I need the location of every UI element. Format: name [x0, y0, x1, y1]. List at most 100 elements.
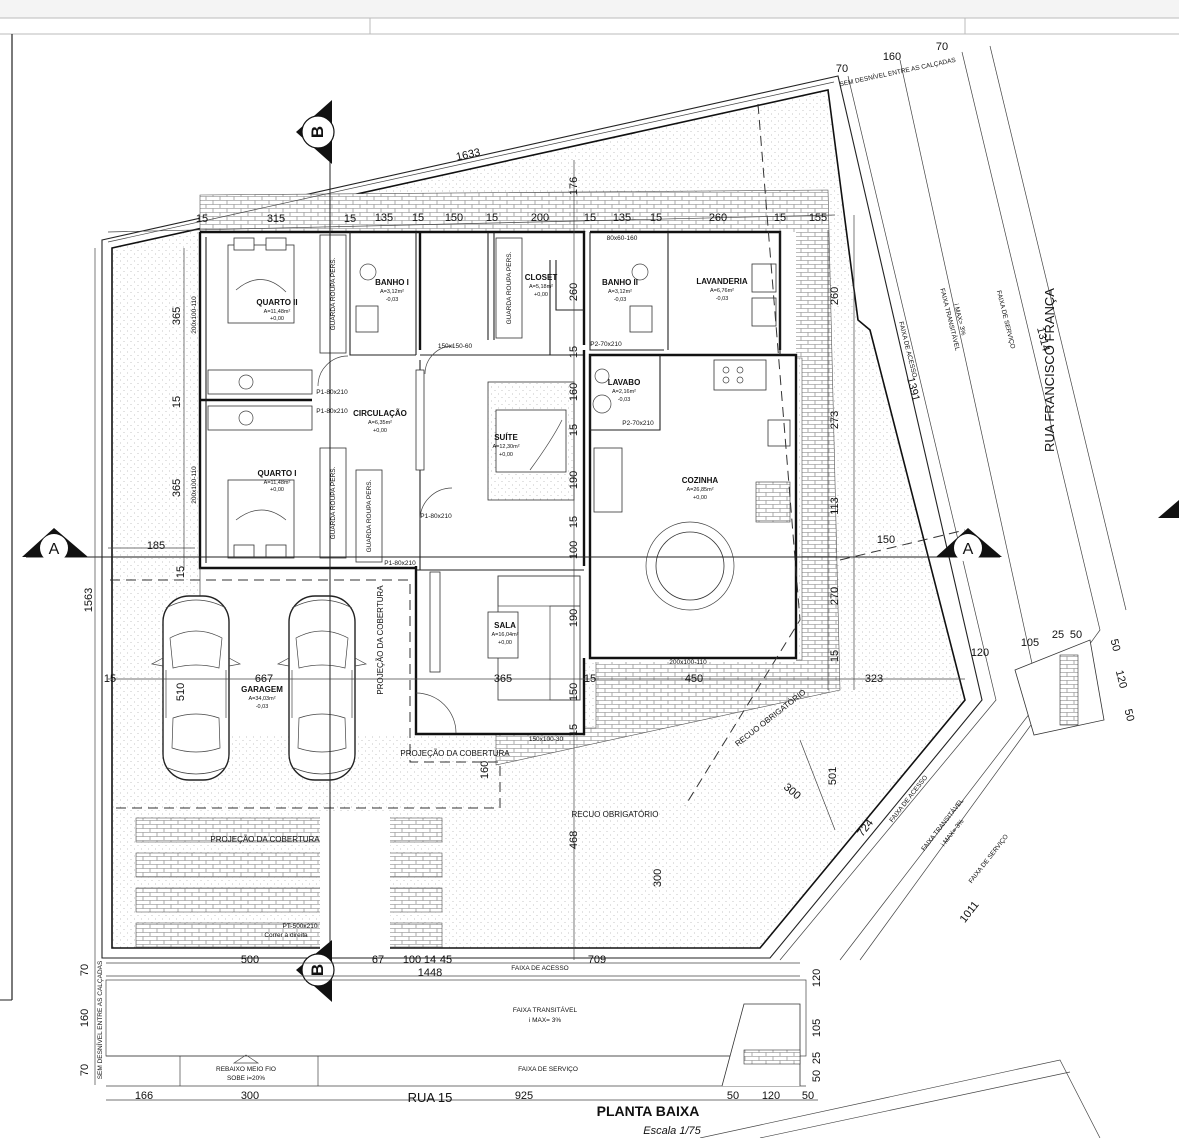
dim-corner-2: 70: [936, 41, 948, 53]
room-area-banho1: A=3,12m²: [380, 289, 404, 295]
room-area-banho2: A=3,12m²: [608, 289, 632, 295]
dim-center-6: 100: [568, 541, 580, 559]
dim-sidewalk-1: 160: [79, 1009, 91, 1027]
room-level-sala: +0,00: [498, 640, 512, 646]
dim-bottom-9: 925: [515, 1090, 533, 1102]
dim-top-7: 200: [531, 212, 549, 224]
wardrobe-label-1: GUARDA ROUPA PERS.: [330, 257, 337, 330]
room-level-banho2: -0,03: [614, 297, 627, 303]
dim-center-17: 300: [652, 869, 664, 887]
window-j1: 80x60-160: [607, 235, 638, 242]
dim-left-5: 15: [175, 566, 187, 578]
dim-top-6: 15: [486, 212, 498, 224]
door-p1-d: P1-80x210: [384, 560, 416, 567]
section-markers: B B A A: [22, 100, 1179, 1002]
setback-bottom: RECUO OBRIGATÓRIO: [572, 810, 659, 819]
room-labels: QUARTO II A=11,48m² +0,00 QUARTO I A=11,…: [241, 273, 748, 710]
window-main-1: 200x100-110: [191, 296, 198, 334]
dim-top-5: 150: [445, 212, 463, 224]
dim-sr-2: 25: [1052, 629, 1064, 641]
dim-sr-4: 50: [1108, 638, 1123, 653]
dim-right-3: 150: [877, 534, 895, 546]
dim-bottom-2: 100: [403, 954, 421, 966]
dim-right-4: 270: [829, 587, 841, 605]
plan-scale: Escala 1/75: [643, 1125, 701, 1137]
dim-bottom-5: 709: [588, 954, 606, 966]
window-j2: 150x150-60: [438, 343, 473, 350]
dim-left-2: 365: [171, 479, 183, 497]
dim-center-12: 15: [584, 673, 596, 685]
gate-note: Correr à direita: [264, 932, 308, 939]
door-p1-b: P1-80x210: [316, 408, 348, 415]
dim-center-10: 15: [568, 724, 580, 736]
dim-sr-6: 50: [1122, 708, 1137, 723]
dim-corner-0: 70: [836, 63, 848, 75]
service-strip-diag: FAIXA DE SERVIÇO: [968, 833, 1010, 884]
roof-projection-3: PROJEÇÃO DA COBERTURA: [210, 835, 320, 844]
room-area-cozinha: A=26,85m²: [686, 487, 713, 493]
dim-center-11: 365: [494, 673, 512, 685]
dim-bottom-11: 120: [762, 1090, 780, 1102]
curb-label: REBAIXO MEIO FIO: [216, 1066, 276, 1073]
dim-right-6: 1391: [904, 376, 922, 403]
window-j3: 150x100-30: [529, 736, 564, 743]
section-b-top: B: [308, 126, 327, 138]
dim-right-5: 15: [829, 650, 841, 662]
door-p2-a: P2-70x210: [590, 341, 622, 348]
dim-right-1: 273: [829, 411, 841, 429]
dim-center-0: 176: [568, 177, 580, 195]
furniture: [207, 237, 791, 734]
room-level-banho1: -0,03: [386, 297, 399, 303]
dim-bottom-10: 50: [727, 1090, 739, 1102]
roof-projection-2: PROJEÇÃO DA COBERTURA: [400, 749, 510, 758]
service-strip-right: FAIXA DE SERVIÇO: [995, 290, 1016, 350]
room-name-quarto1: QUARTO I: [258, 469, 297, 478]
walk-strip-bottom: FAIXA TRANSITÁVEL: [513, 1005, 578, 1014]
dim-left-8: 15: [104, 673, 116, 685]
dim-top-8: 15: [584, 212, 596, 224]
room-level-quarto2: +0,00: [270, 316, 284, 322]
room-name-garagem: GARAGEM: [241, 685, 283, 694]
opening-labels: P1-80x210 P1-80x210 P1-80x210 P1-80x210 …: [191, 235, 707, 743]
dim-top-9: 135: [613, 212, 631, 224]
street-side: RUA FRANCISCO FRANÇA: [1042, 288, 1057, 452]
access-strip-right: FAIXA DE ACESSO: [897, 321, 918, 378]
dim-center-1: 260: [568, 283, 580, 301]
dim-sr-9: 25: [811, 1052, 823, 1064]
dim-top-13: 155: [809, 212, 827, 224]
dim-left-3: 1563: [83, 588, 95, 612]
dim-left-7: 510: [175, 683, 187, 701]
street-bottom: RUA 15: [408, 1090, 453, 1105]
sheet-frame: [0, 0, 1179, 1001]
room-area-lavanderia: A=6,76m²: [710, 288, 734, 294]
room-name-lavabo: LAVABO: [608, 378, 641, 387]
dim-bottom-8: 300: [241, 1090, 259, 1102]
room-area-suite: A=12,30m²: [492, 444, 519, 450]
window-j4: 200x100-110: [669, 659, 707, 666]
dim-corner-1: 160: [883, 51, 901, 63]
dim-sr-8: 105: [811, 1019, 823, 1037]
dim-sidewalk-0: 70: [79, 964, 91, 976]
room-area-lavabo: A=2,16m²: [612, 389, 636, 395]
dim-top-12: 15: [774, 212, 786, 224]
section-a-right: A: [963, 541, 974, 558]
room-name-banho2: BANHO II: [602, 278, 638, 287]
room-name-cozinha: COZINHA: [682, 476, 719, 485]
room-area-sala: A=16,04m²: [491, 632, 518, 638]
dim-right-8: 501: [827, 767, 839, 785]
gate-label: PT-500x210: [282, 923, 317, 930]
titles: RUA FRANCISCO FRANÇA RUA 15 PLANTA BAIXA…: [408, 288, 1057, 1137]
room-name-circulacao: CIRCULAÇÃO: [353, 409, 407, 418]
section-b-bottom: B: [308, 964, 327, 976]
section-a-left: A: [49, 541, 60, 558]
dashed-lines: [26, 103, 1000, 990]
dim-bottom-3: 14: [424, 954, 436, 966]
dim-top-3: 135: [375, 212, 393, 224]
dim-top-4: 15: [412, 212, 424, 224]
wardrobe-label-3: GUARDA ROUPA PERS.: [366, 479, 373, 552]
dim-center-2: 15: [568, 346, 580, 358]
room-level-closet: +0,00: [534, 292, 548, 298]
wardrobes: GUARDA ROUPA PERS. GUARDA ROUPA PERS. GU…: [319, 234, 523, 563]
dim-right-2: 113: [829, 497, 841, 515]
